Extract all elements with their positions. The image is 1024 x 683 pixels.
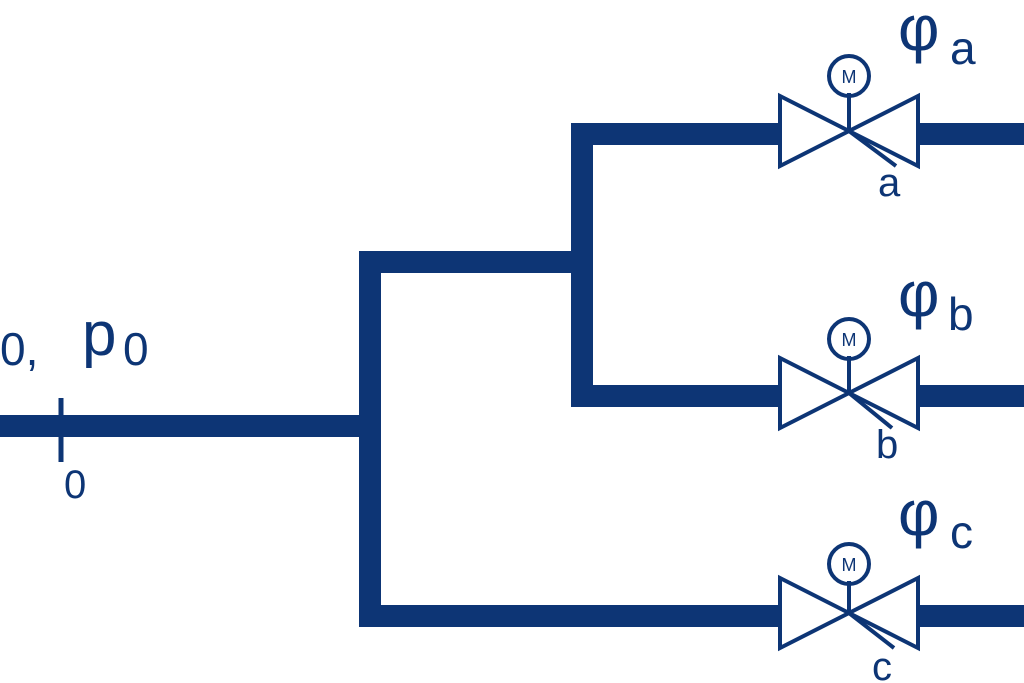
motorized-valve-icon: [778, 542, 920, 652]
valve-a-angle-subscript: a: [950, 22, 976, 74]
motorized-valve-icon: [778, 54, 920, 170]
inlet-pressure-subscript: 0: [123, 323, 149, 375]
valve-b-motor-label: M: [842, 330, 857, 350]
valve-a-motor-label: M: [842, 67, 857, 87]
valve-b-node-leader: [847, 391, 894, 430]
valve-c-angle-symbol: φ: [898, 477, 940, 549]
inlet-node-label: 0: [64, 463, 86, 507]
branch-main-upper: [359, 251, 582, 426]
valve-b-node-label: b: [876, 423, 898, 467]
valve-c-angle-subscript: c: [950, 506, 973, 558]
valve-b-angle-symbol: φ: [898, 258, 940, 330]
inlet-label-prefix: 0,: [0, 323, 38, 375]
branch-c-pipe: [359, 426, 780, 627]
branch-a-pipe: [571, 123, 780, 262]
valve-b-angle-subscript: b: [948, 288, 974, 340]
valve-b: M b φ b: [778, 258, 974, 467]
valve-a-node-leader: [847, 129, 898, 168]
inlet-pressure-symbol: p: [82, 300, 116, 369]
motorized-valve-icon: [778, 317, 920, 432]
valve-a: M a φ a: [778, 0, 976, 205]
valve-a-angle-symbol: φ: [898, 0, 940, 64]
valve-a-node-label: a: [878, 161, 901, 205]
valve-c-node-label: c: [872, 645, 892, 683]
valve-c-motor-label: M: [842, 555, 857, 575]
branch-b-pipe: [571, 262, 780, 407]
pipe-network: [0, 123, 1024, 627]
valve-c-node-leader: [847, 611, 896, 650]
valve-c: M c φ c: [778, 477, 973, 683]
